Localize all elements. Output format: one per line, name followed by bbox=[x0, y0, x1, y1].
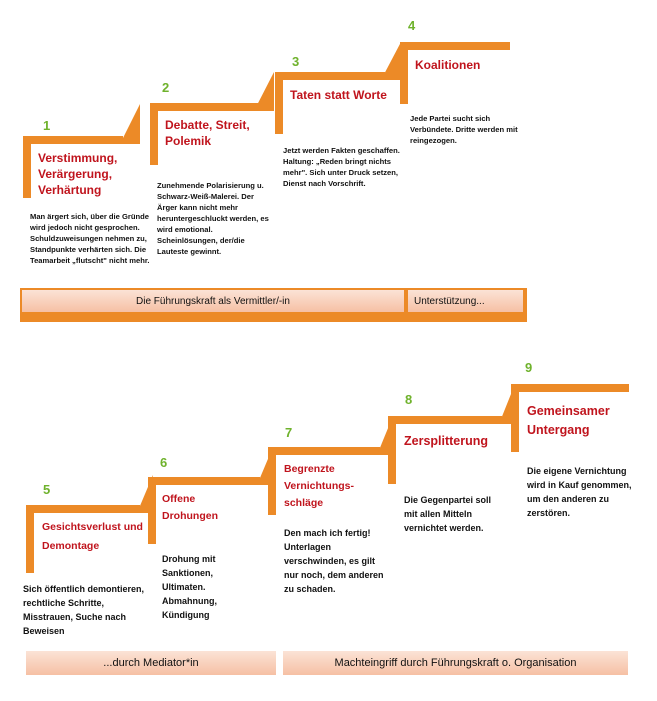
step-9-tread bbox=[511, 384, 629, 392]
step-7-tread bbox=[268, 447, 380, 455]
step-5-text: Sich öffentlich demontieren, rechtliche … bbox=[23, 584, 145, 636]
step-8-text: Die Gegenpartei soll mit allen Mitteln v… bbox=[404, 495, 492, 533]
step-7-riser bbox=[268, 447, 276, 515]
band-vermittler: Die Führungskraft als Vermittler/-in bbox=[22, 290, 404, 312]
band-unterstuetzung: Unterstützung... bbox=[408, 290, 523, 312]
step-3-connector bbox=[381, 42, 401, 80]
step-number-1: 1 bbox=[43, 118, 51, 133]
step-2-connector bbox=[254, 72, 274, 111]
step-4-text: Jede Partei sucht sich Verbündete. Dritt… bbox=[410, 114, 518, 145]
step-2-title: Debatte, Streit, Polemik bbox=[165, 118, 250, 149]
step-1-connector bbox=[120, 104, 140, 144]
step-1-riser bbox=[23, 136, 31, 198]
step-number-6: 6 bbox=[160, 455, 168, 470]
step-2-riser bbox=[150, 103, 158, 165]
step-9-title: Gemeinsamer Untergang bbox=[527, 404, 610, 438]
step-3-text: Jetzt werden Fakten geschaffen. Haltung:… bbox=[283, 146, 400, 188]
step-6-riser bbox=[148, 477, 156, 544]
step-4-tread bbox=[400, 42, 510, 50]
step-number-9: 9 bbox=[525, 360, 533, 375]
step-7-title: Begrenzte Vernichtungs-schläge bbox=[284, 463, 355, 509]
step-9-text: Die eigene Vernichtung wird in Kauf geno… bbox=[527, 466, 632, 518]
step-number-2: 2 bbox=[162, 80, 170, 95]
step-5-riser bbox=[26, 505, 34, 573]
step-5-title: Gesichtsverlust und Demontage bbox=[42, 521, 143, 552]
band-machteingriff: Machteingriff durch Führungskraft o. Org… bbox=[283, 651, 628, 675]
step-4-title: Koalitionen bbox=[415, 58, 481, 72]
step-7-text: Den mach ich fertig! Unterlagen verschwi… bbox=[284, 528, 384, 594]
step-4-riser bbox=[400, 42, 408, 104]
step-8-riser bbox=[388, 416, 396, 484]
step-3-title: Taten statt Worte bbox=[290, 88, 387, 102]
band-mediator: ...durch Mediator*in bbox=[26, 651, 276, 675]
step-number-3: 3 bbox=[292, 54, 300, 69]
step-number-4: 4 bbox=[408, 18, 416, 33]
step-5-tread bbox=[26, 505, 140, 513]
step-6-text: Drohung mit Sanktionen, Ultimaten. Abmah… bbox=[162, 554, 217, 620]
step-3-tread bbox=[275, 72, 385, 80]
step-number-7: 7 bbox=[285, 425, 293, 440]
step-1-tread bbox=[23, 136, 123, 144]
step-8-tread bbox=[388, 416, 502, 424]
step-9-riser bbox=[511, 384, 519, 452]
step-6-tread bbox=[148, 477, 260, 485]
step-8-title: Zersplitterung bbox=[404, 434, 489, 448]
step-number-5: 5 bbox=[43, 482, 51, 497]
step-6-title: Offene Drohungen bbox=[162, 493, 218, 522]
step-2-tread bbox=[150, 103, 260, 111]
step-number-8: 8 bbox=[405, 392, 413, 407]
step-1-title: Verstimmung, Verärgerung, Verhärtung bbox=[38, 151, 118, 198]
step-3-riser bbox=[275, 72, 283, 134]
step-1-text: Man ärgert sich, über die Gründe wird je… bbox=[30, 212, 150, 265]
step-2-text: Zunehmende Polarisierung u. Schwarz-Weiß… bbox=[157, 181, 269, 256]
